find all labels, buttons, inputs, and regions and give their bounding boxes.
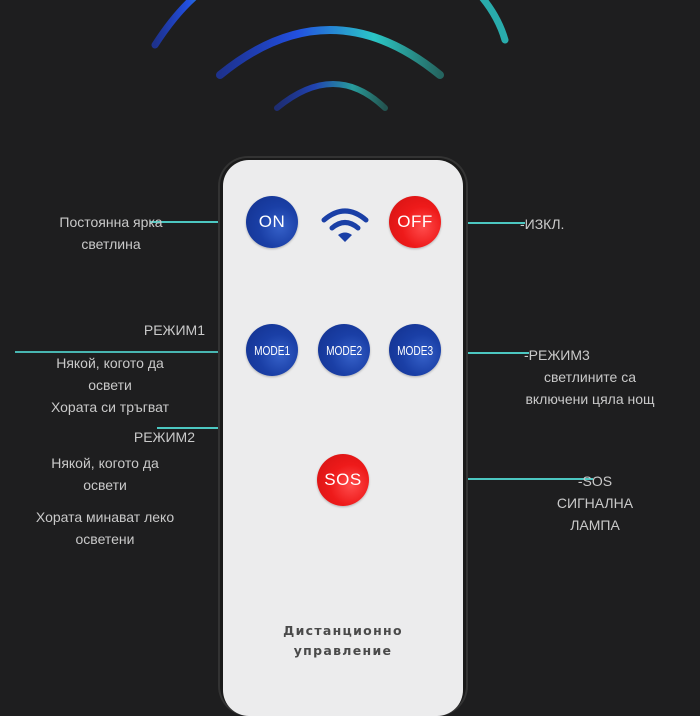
sos-button[interactable]: SOS xyxy=(317,454,369,506)
mode2-button[interactable]: MODE2 xyxy=(318,324,370,376)
mode1-annotation-line3: Хората си тръгват xyxy=(50,399,170,415)
mode2-title: РЕЖИМ2 xyxy=(133,429,195,445)
remote-control: ON OFF MODE1 MODE2 MODE3 SOS Дистанционн… xyxy=(218,156,468,716)
on-button[interactable]: ON xyxy=(246,196,298,248)
mode1-annotation-line1: Някой, когото да xyxy=(56,355,164,371)
mode2-annotation-line4: осветени xyxy=(75,531,135,547)
mode2-annotation-line3: Хората минават леко xyxy=(35,509,175,525)
mode1-button-label: MODE1 xyxy=(253,342,291,358)
sos-title: -SOS xyxy=(577,473,613,489)
mode2-annotation: РЕЖИМ2 Някой, когото да освети Хората ми… xyxy=(15,426,195,550)
sos-connector-line xyxy=(368,478,593,480)
on-button-label: ON xyxy=(258,212,286,231)
mode3-annotation-line2: включени цяла нощ xyxy=(525,391,655,407)
mode2-button-label: MODE2 xyxy=(325,342,363,358)
remote-caption-line2: управление xyxy=(293,643,393,658)
off-annotation: -ИЗКЛ. xyxy=(520,213,564,235)
sos-button-label: SOS xyxy=(324,470,362,489)
off-button-label: OFF xyxy=(397,212,433,231)
off-annotation-line1: -ИЗКЛ. xyxy=(520,216,565,232)
mode2-annotation-line2: освети xyxy=(83,477,127,493)
mode3-title: -РЕЖИМ3 xyxy=(524,347,590,363)
mode1-connector-line xyxy=(15,351,250,353)
remote-caption: Дистанционно управление xyxy=(223,621,463,661)
on-annotation-line1: Постоянна ярка xyxy=(59,214,163,230)
mode1-annotation: Някой, когото да освети Хората си тръгва… xyxy=(15,352,205,418)
sos-annotation-line2: ЛАМПА xyxy=(570,517,620,533)
remote-face: ON OFF MODE1 MODE2 MODE3 SOS Дистанционн… xyxy=(223,160,463,716)
off-connector-line xyxy=(435,222,525,224)
mode1-button[interactable]: MODE1 xyxy=(246,324,298,376)
on-connector-line xyxy=(150,221,250,223)
mode3-button[interactable]: MODE3 xyxy=(389,324,441,376)
wifi-icon xyxy=(321,208,369,242)
mode3-button-label: MODE3 xyxy=(396,342,434,358)
signal-waves-icon xyxy=(151,0,509,111)
mode2-annotation-line1: Някой, когото да xyxy=(51,455,159,471)
remote-caption-line1: Дистанционно xyxy=(283,623,403,638)
on-annotation: Постоянна ярка светлина xyxy=(20,211,202,255)
mode1-title: РЕЖИМ1 xyxy=(143,322,205,338)
mode1-annotation-line2: освети xyxy=(88,377,132,393)
sos-annotation-line1: СИГНАЛНА xyxy=(556,495,634,511)
mode3-annotation-line1: светлините са xyxy=(544,369,636,385)
mode3-annotation: -РЕЖИМ3 светлините са включени цяла нощ xyxy=(500,344,680,410)
sos-annotation: -SOS СИГНАЛНА ЛАМПА xyxy=(550,470,640,536)
on-annotation-line2: светлина xyxy=(81,236,141,252)
mode3-connector-line xyxy=(437,352,529,354)
off-button[interactable]: OFF xyxy=(389,196,441,248)
